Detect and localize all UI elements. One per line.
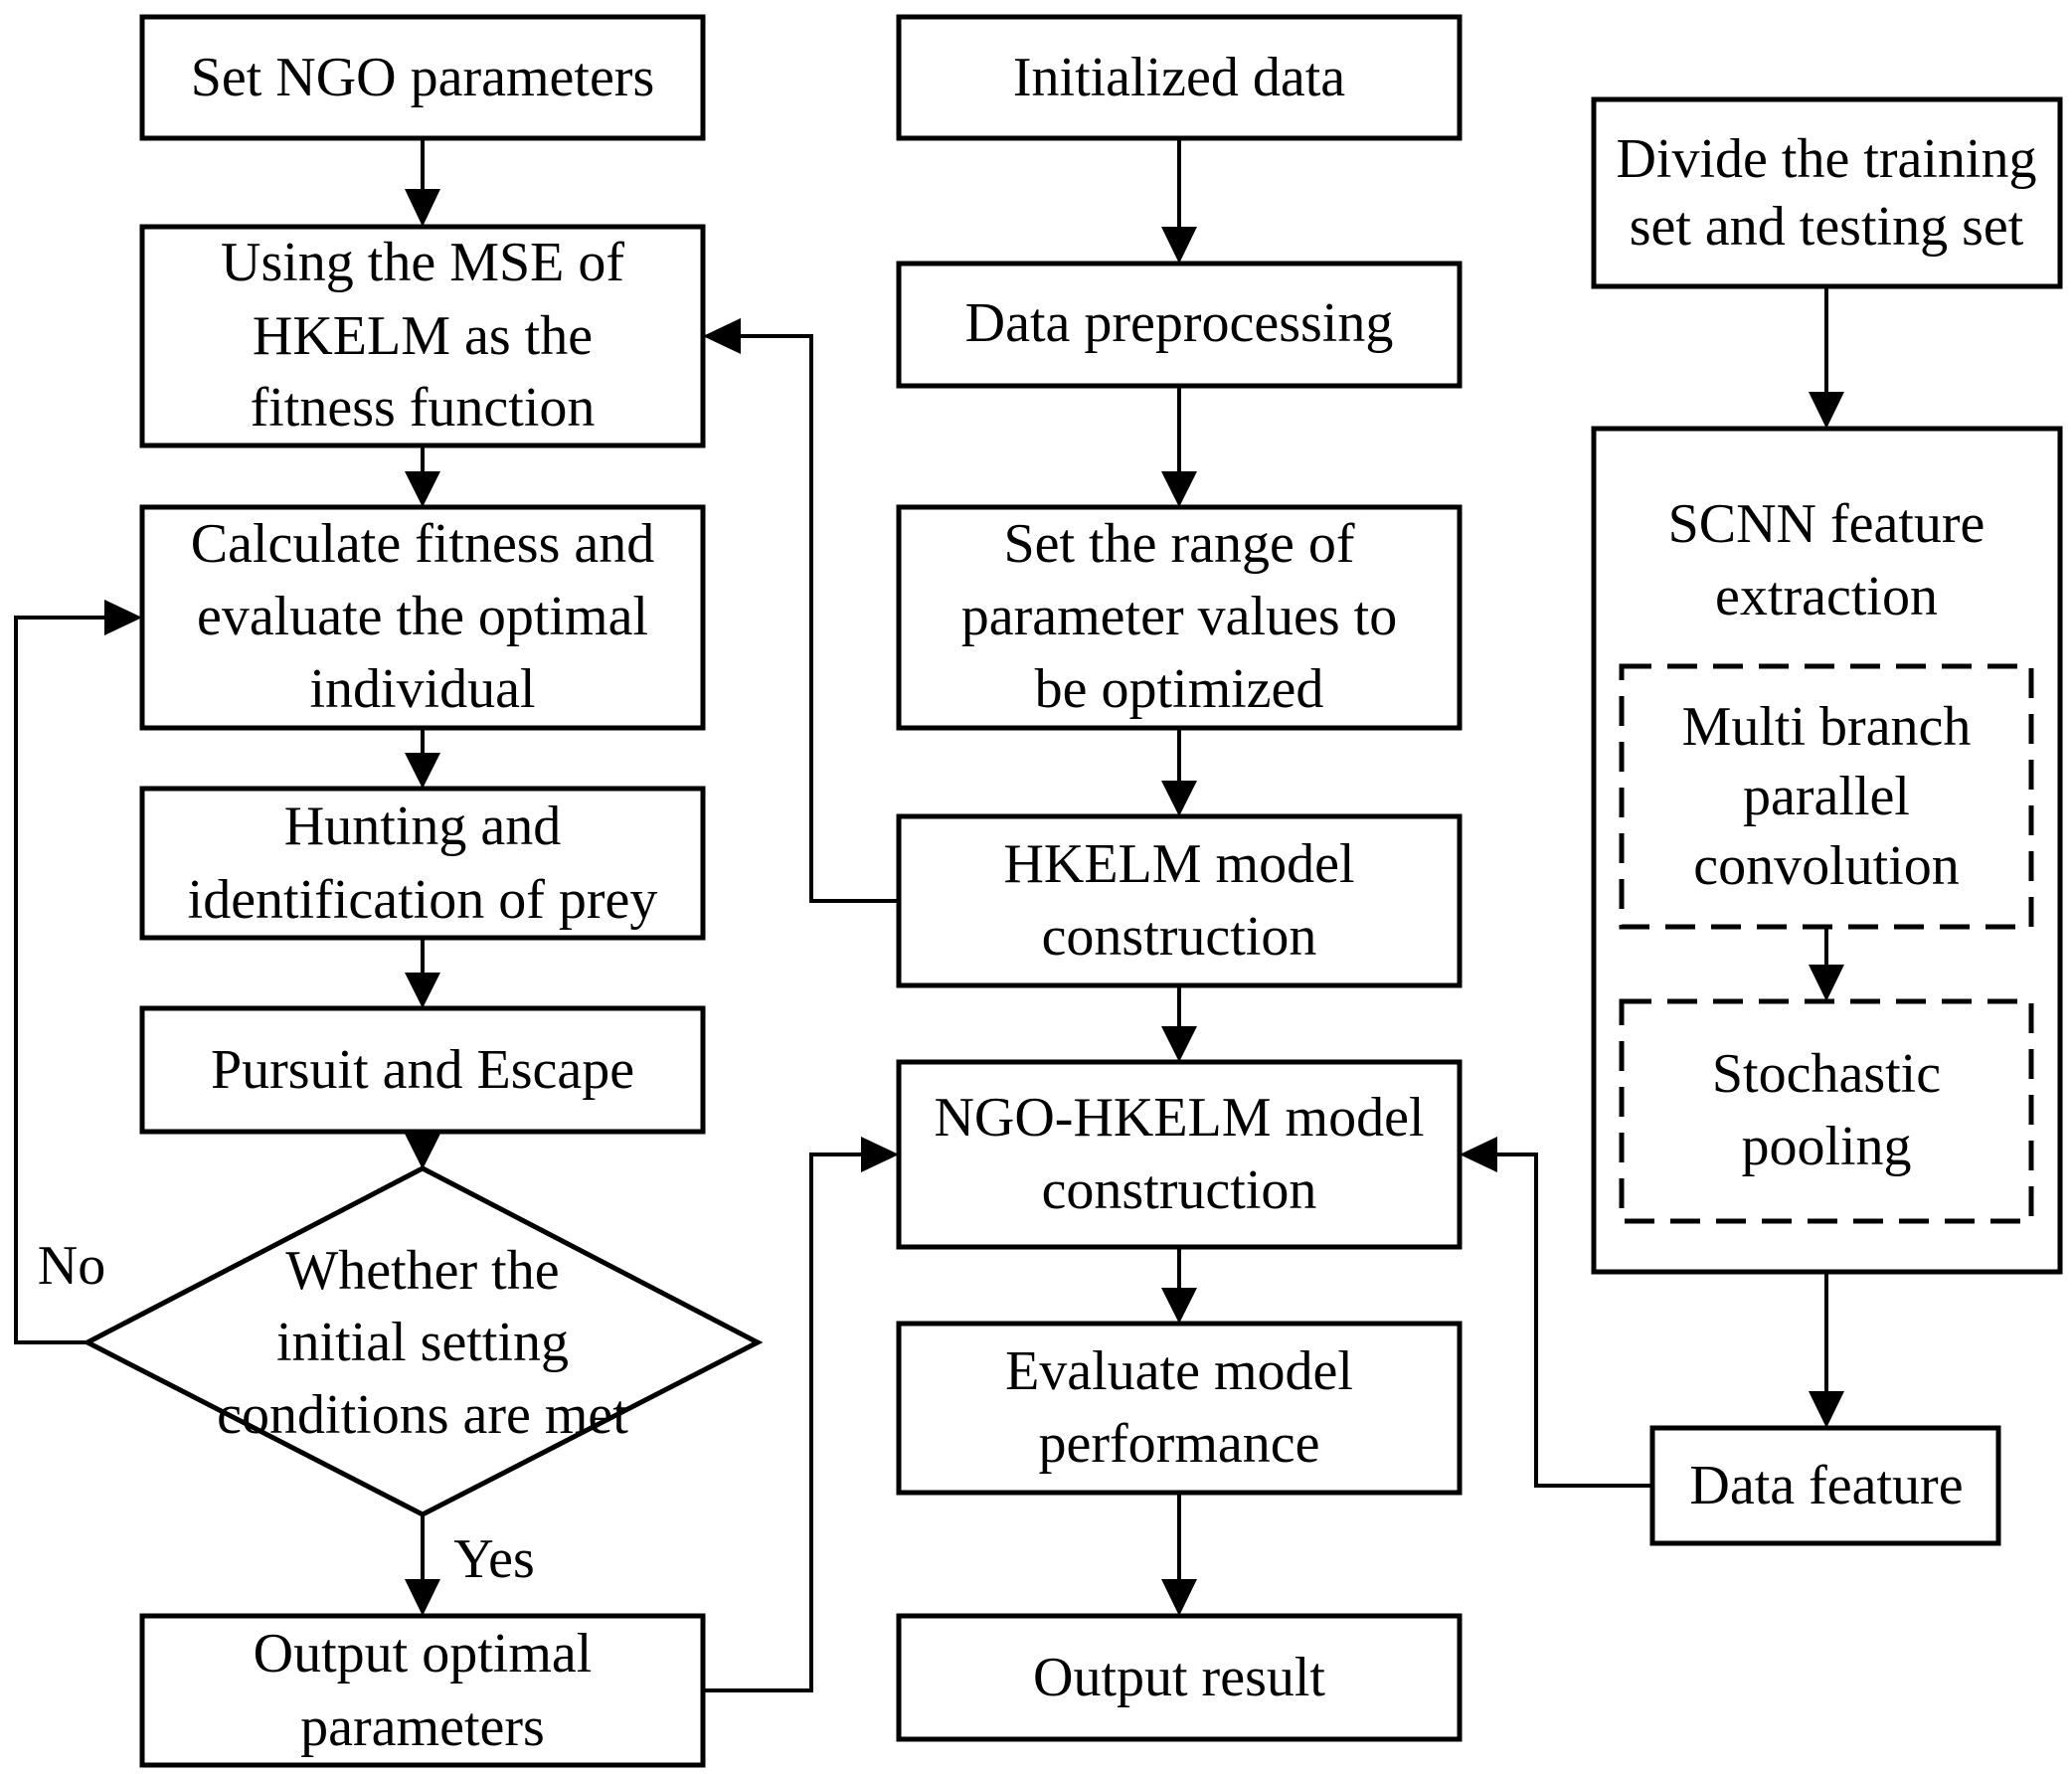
- node-label: Evaluate model: [1005, 1340, 1353, 1402]
- ngo-hkelm-model-construction-node: NGO-HKELM model construction: [896, 1059, 1463, 1250]
- node-label: Divide the training: [1616, 128, 2036, 190]
- node-label: parameter values to: [961, 586, 1397, 647]
- connector-scnn-to-feature: [1809, 1272, 1844, 1428]
- node-label: construction: [1042, 906, 1317, 968]
- node-label: Pursuit and Escape: [211, 1039, 634, 1101]
- connector-decision-yes-to-output: [405, 1514, 440, 1616]
- multi-branch-convolution-node: Multi branch parallel convolution: [1619, 663, 2034, 930]
- divide-training-testing-node: Divide the training set and testing set: [1591, 96, 2063, 289]
- connector-decision-no-loop: [14, 600, 142, 1344]
- node-label: convolution: [1693, 835, 1960, 897]
- node-label: HKELM as the: [253, 305, 593, 367]
- no-label: No: [38, 1235, 105, 1297]
- initialized-data-node: Initialized data: [896, 14, 1463, 141]
- scnn-feature-extraction-node: SCNN feature extraction: [1591, 426, 2063, 1275]
- parameter-range-node: Set the range of parameter values to be …: [896, 504, 1463, 731]
- connector-evaluate-to-output: [1161, 1493, 1197, 1616]
- node-label: Stochastic: [1712, 1043, 1941, 1105]
- node-label: parallel: [1743, 766, 1910, 827]
- node-label: fitness function: [251, 377, 596, 439]
- node-label: Whether the: [285, 1240, 559, 1302]
- output-result-node: Output result: [896, 1613, 1463, 1742]
- node-label: be optimized: [1035, 658, 1324, 720]
- connector-range-to-hkelm: [1161, 728, 1197, 816]
- node-label: Calculate fitness and: [191, 513, 655, 575]
- node-label: construction: [1042, 1159, 1317, 1221]
- calculate-fitness-node: Calculate fitness and evaluate the optim…: [139, 504, 706, 731]
- data-feature-node: Data feature: [1649, 1425, 2001, 1546]
- hkelm-model-construction-node: HKELM model construction: [896, 813, 1463, 988]
- connector-hunting-to-pursuit: [405, 938, 440, 1008]
- node-label: Using the MSE of: [221, 232, 624, 293]
- connector-hkelm-to-mse: [703, 318, 899, 903]
- connector-hkelm-to-ngo-hkelm: [1161, 985, 1197, 1062]
- node-label: extraction: [1715, 566, 1938, 627]
- node-label: identification of prey: [188, 869, 658, 931]
- node-label: individual: [309, 658, 535, 720]
- data-preprocessing-node: Data preprocessing: [896, 261, 1463, 389]
- node-label: evaluate the optimal: [197, 586, 648, 647]
- node-label: initial setting: [276, 1312, 569, 1373]
- connector-preprocess-to-range: [1161, 386, 1197, 507]
- node-label: SCNN feature: [1668, 493, 1986, 555]
- evaluate-model-performance-node: Evaluate model performance: [896, 1321, 1463, 1496]
- node-label: Set NGO parameters: [191, 47, 655, 108]
- node-label: Data preprocessing: [965, 292, 1394, 354]
- connector-feature-to-ngo-hkelm: [1460, 1137, 1652, 1488]
- connector-divide-to-scnn: [1809, 286, 1844, 429]
- connector-ngo-hkelm-to-evaluate: [1161, 1247, 1197, 1324]
- connector-set-to-mse: [405, 138, 440, 227]
- yes-label: Yes: [453, 1528, 534, 1590]
- hunting-identification-node: Hunting and identification of prey: [139, 786, 706, 941]
- node-label: set and testing set: [1630, 196, 2024, 258]
- node-label: conditions are met: [217, 1384, 628, 1446]
- node-label: NGO-HKELM model: [934, 1087, 1424, 1149]
- decision-node: Whether the initial setting conditions a…: [82, 1165, 764, 1517]
- node-label: Hunting and: [284, 796, 561, 857]
- node-label: Output optimal: [254, 1623, 593, 1685]
- node-label: Output result: [1033, 1647, 1325, 1708]
- connector-pursuit-to-decision: [405, 1132, 440, 1169]
- connector-calc-to-hunting: [405, 728, 440, 789]
- node-label: HKELM model: [1003, 833, 1354, 895]
- node-label: performance: [1039, 1413, 1320, 1475]
- node-label: parameters: [300, 1696, 545, 1758]
- pursuit-escape-node: Pursuit and Escape: [139, 1005, 706, 1135]
- mse-fitness-function-node: Using the MSE of HKELM as the fitness fu…: [139, 224, 706, 448]
- node-label: Data feature: [1689, 1455, 1963, 1516]
- set-ngo-parameters-node: Set NGO parameters: [139, 14, 706, 141]
- node-label: pooling: [1741, 1116, 1911, 1177]
- node-label: Multi branch: [1682, 696, 1972, 758]
- output-optimal-parameters-node: Output optimal parameters: [139, 1613, 706, 1768]
- node-label: Initialized data: [1013, 47, 1345, 108]
- connector-output-opt-to-ngo-hkelm: [703, 1137, 899, 1692]
- connector-init-to-preprocess: [1161, 138, 1197, 264]
- connector-multi-to-pooling: [1809, 927, 1844, 1001]
- node-label: Set the range of: [1004, 513, 1355, 575]
- connector-mse-to-calc: [405, 445, 440, 507]
